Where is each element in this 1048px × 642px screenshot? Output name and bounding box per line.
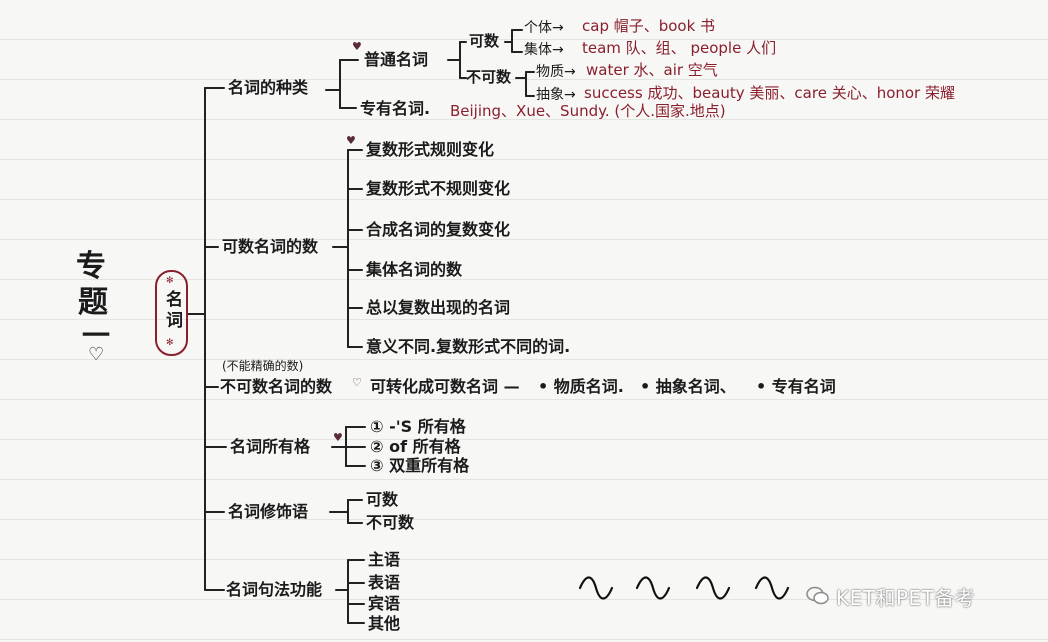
- uncountable-type: • 物质名词.: [538, 377, 624, 396]
- node-individual: 个体→: [524, 20, 564, 36]
- node-collective: 集体→: [524, 42, 564, 58]
- node-material: 物质→: [536, 64, 576, 80]
- heart-icon: ♥: [333, 431, 343, 444]
- material-examples: water 水、air 空气: [586, 61, 718, 79]
- branch-possessive: 名词所有格: [230, 437, 311, 456]
- modifier-item: 不可数: [366, 513, 415, 532]
- countable-item: 复数形式不规则变化: [366, 179, 511, 198]
- node-proper-noun: 专有名词.: [360, 99, 431, 118]
- possessive-item: ② of 所有格: [370, 437, 461, 456]
- title-char-3: 一: [82, 319, 111, 352]
- heart-icon: ♥: [352, 40, 362, 53]
- watermark: KET和PET备考: [836, 586, 976, 610]
- possessive-item: ③ 双重所有格: [370, 456, 470, 475]
- branch-kinds: 名词的种类: [228, 78, 309, 97]
- root-star-icon-bottom: ✻: [166, 338, 174, 348]
- branch-modifier: 名词修饰语: [228, 502, 309, 521]
- modifier-item: 可数: [366, 490, 399, 509]
- branch-countable-number: 可数名词的数: [222, 237, 319, 256]
- abstract-examples: success 成功、beauty 美丽、care 关心、honor 荣耀: [584, 84, 955, 102]
- title-char-2: 题: [78, 285, 108, 320]
- syntax-item: 宾语: [368, 594, 401, 613]
- collective-examples: team 队、组、 people 人们: [582, 39, 777, 57]
- countable-item: 集体名词的数: [366, 260, 463, 279]
- countable-item: 复数形式规则变化: [366, 140, 495, 159]
- syntax-item: 主语: [368, 550, 401, 569]
- node-countable: 可数: [469, 32, 500, 50]
- branch-syntax: 名词句法功能: [226, 580, 323, 599]
- uncountable-type: • 抽象名词、: [640, 377, 736, 396]
- node-common-noun: 普通名词: [364, 50, 429, 69]
- individual-examples: cap 帽子、book 书: [582, 17, 716, 35]
- title-char-1: 专: [76, 249, 106, 284]
- heart-icon: ♡: [352, 376, 362, 389]
- proper-examples: Beijing、Xue、Sundy. (个人.国家.地点): [450, 102, 726, 120]
- branch-uncountable-number: 不可数名词的数: [220, 377, 333, 396]
- title-heart-icon: ♡: [88, 344, 105, 365]
- node-uncountable: 不可数: [466, 68, 512, 86]
- countable-item: 合成名词的复数变化: [366, 220, 511, 239]
- root-node: 名词: [162, 290, 182, 332]
- uncountable-note: (不能精确的数): [222, 359, 304, 373]
- syntax-item: 其他: [368, 614, 401, 633]
- uncountable-convert: 可转化成可数名词 —: [370, 377, 520, 396]
- wechat-logo-icon: [806, 586, 829, 605]
- root-star-icon: ✻: [166, 276, 174, 286]
- uncountable-type: • 专有名词: [756, 377, 836, 396]
- countable-item: 意义不同.复数形式不同的词.: [366, 337, 571, 356]
- countable-item: 总以复数出现的名词: [366, 298, 511, 317]
- heart-icon: ♥: [346, 134, 356, 147]
- syntax-item: 表语: [368, 573, 401, 592]
- node-abstract: 抽象→: [536, 87, 576, 103]
- possessive-item: ① -'S 所有格: [370, 417, 466, 436]
